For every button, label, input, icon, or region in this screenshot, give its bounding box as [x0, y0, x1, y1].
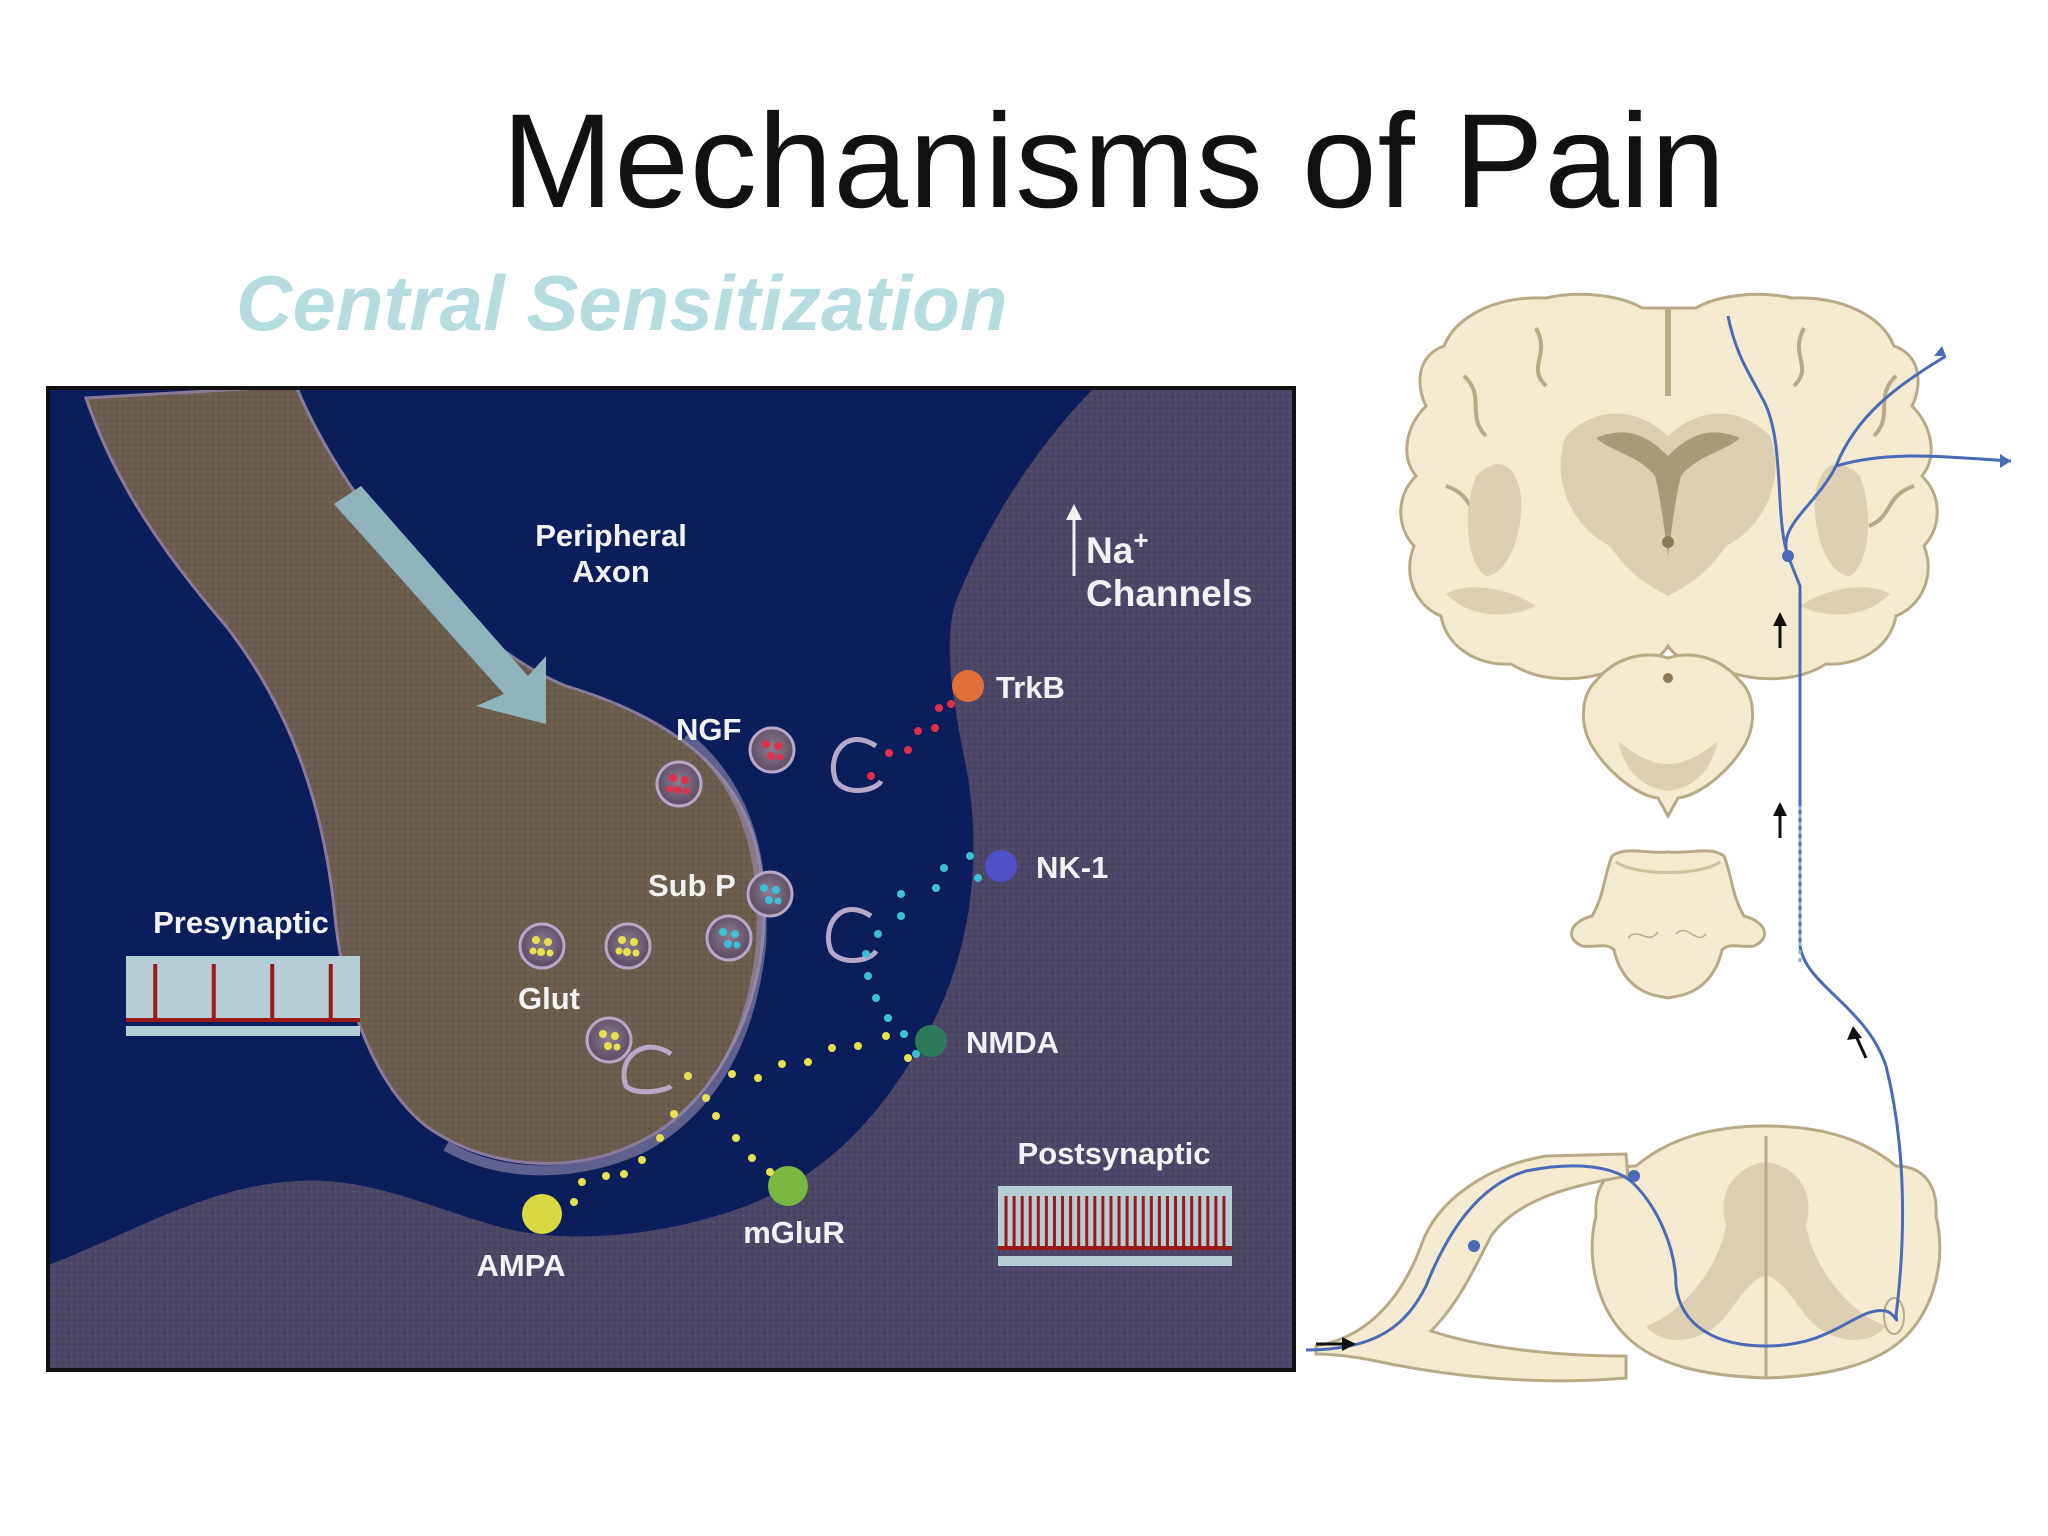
ampa-receptor: [522, 1194, 562, 1234]
label-mglur: mGluR: [743, 1215, 845, 1250]
label-peripheral-axon-1: Peripheral: [535, 518, 687, 553]
medulla-section: [1569, 849, 1767, 1000]
presynaptic-spike-trace: [126, 956, 360, 1036]
third-order-neuron-soma: [1782, 550, 1794, 562]
nmda-receptor: [915, 1025, 947, 1057]
slide-title: Mechanisms of Pain: [0, 95, 2048, 229]
postsynaptic-membrane: [46, 386, 1296, 1372]
cortex-arrowhead: [2000, 454, 2011, 468]
trkb-receptor: [952, 670, 984, 702]
fusing-vesicle: [825, 907, 879, 963]
label-peripheral-axon-2: Axon: [572, 554, 650, 589]
label-ampa: AMPA: [477, 1248, 566, 1283]
cortex-arrowhead: [1934, 346, 1946, 356]
presynaptic-membrane-edge: [443, 732, 767, 1176]
subp-particles: [862, 852, 982, 1058]
glut-vesicle: [518, 922, 566, 970]
midbrain-section: [1581, 653, 1755, 820]
label-postsynaptic: Postsynaptic: [1018, 1136, 1211, 1171]
label-subp: Sub P: [648, 868, 736, 903]
label-nmda: NMDA: [966, 1025, 1059, 1060]
glut-vesicle: [604, 922, 652, 970]
slide-title-text: Mechanisms of Pain: [501, 87, 1727, 236]
illustration-frame: [46, 386, 1296, 1372]
mglur-receptor: [768, 1166, 808, 1206]
first-order-neuron-soma: [1468, 1240, 1480, 1252]
presynaptic-terminal: [83, 386, 766, 1165]
label-glut: Glut: [518, 981, 580, 1016]
ascending-pain-pathway: [1305, 292, 2012, 1383]
second-order-neuron-soma: [1628, 1170, 1640, 1182]
label-ngf: NGF: [676, 712, 741, 747]
right-arrow-icon: [1316, 1337, 1356, 1351]
nociceptive-pathway: [1305, 315, 2012, 1352]
up-arrow-icon: [1773, 612, 1787, 648]
fusing-vesicle: [621, 1044, 673, 1095]
up-arrow-icon: [1773, 802, 1787, 838]
label-presynaptic: Presynaptic: [153, 905, 329, 940]
ngf-vesicle: [748, 726, 796, 774]
label-trkb: TrkB: [996, 670, 1065, 705]
slide-subtitle: Central Sensitization: [236, 259, 1008, 347]
spinal-cord-section: [1590, 1124, 1942, 1380]
label-nk1: NK-1: [1036, 850, 1108, 885]
subp-vesicle: [705, 914, 753, 962]
up-arrow-icon: [1066, 504, 1082, 576]
label-na-channels-1: Na+: [1086, 525, 1149, 571]
fusing-vesicle: [830, 737, 884, 793]
brain-coronal-section: [1399, 292, 1939, 681]
postsynaptic-spike-trace: [998, 1186, 1232, 1266]
dorsal-root-ganglion: [1314, 1152, 1630, 1383]
label-na-channels-2: Channels: [1086, 573, 1253, 614]
ngf-particles: [867, 700, 955, 780]
nk1-receptor: [985, 850, 1017, 882]
ngf-vesicle: [655, 760, 703, 808]
up-arrow-icon: [1847, 1026, 1868, 1059]
glut-particles: [570, 1032, 912, 1206]
peripheral-direction-arrow: [334, 486, 546, 724]
glut-vesicle: [585, 1016, 633, 1064]
synapse-illustration: Peripheral Axon Na+ Channels TrkB NK-1 N…: [46, 386, 1296, 1372]
subp-vesicle: [746, 870, 794, 918]
